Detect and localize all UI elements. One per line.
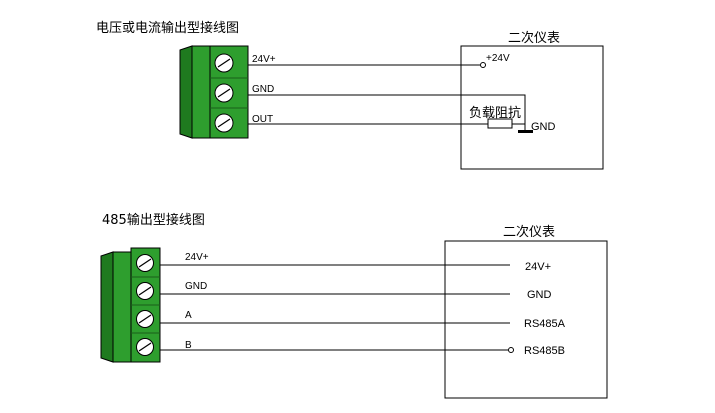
terminal-label-24v: 24V+ — [252, 54, 276, 65]
analog-section-title: 电压或电流输出型接线图 — [96, 20, 239, 36]
rs485-instrument-title: 二次仪表 — [503, 224, 555, 240]
instrument-supply-label: +24V — [486, 53, 510, 64]
terminal-label-24v: 24V+ — [185, 252, 209, 263]
rs485-wiring-section: 485输出型接线图 — [100, 212, 608, 399]
screw-icon — [136, 254, 154, 272]
screw-icon — [214, 53, 234, 73]
instrument-ground-label: GND — [531, 121, 556, 133]
screw-icon — [136, 310, 154, 328]
instrument-port-rs485a: RS485A — [524, 318, 566, 330]
connector-terminal-icon — [508, 347, 514, 353]
load-resistance-label: 负载阻抗 — [469, 106, 521, 121]
rs485-section-title: 485输出型接线图 — [102, 212, 205, 228]
terminal-block-body — [112, 251, 132, 363]
terminal-label-a: A — [185, 310, 192, 321]
instrument-port-gnd: GND — [527, 289, 552, 301]
resistor-icon — [487, 118, 513, 129]
screw-icon — [214, 113, 234, 133]
analog-instrument-title: 二次仪表 — [508, 30, 560, 46]
terminal-label-gnd: GND — [185, 281, 207, 292]
analog-instrument-box — [460, 45, 604, 170]
analog-wiring-section: 电压或电流输出型接线图 24V+ GND OUT — [96, 20, 604, 170]
screw-icon — [136, 282, 154, 300]
ground-symbol-icon — [518, 130, 533, 133]
instrument-port-rs485b: RS485B — [524, 345, 565, 357]
analog-terminal-block — [179, 45, 249, 139]
terminal-block-side — [100, 251, 114, 363]
screw-icon — [136, 338, 154, 356]
rs485-instrument-box — [444, 240, 608, 399]
terminal-label-b: B — [185, 340, 192, 351]
terminal-label-gnd: GND — [252, 84, 274, 95]
rs485-terminal-block — [100, 247, 161, 363]
wire-gnd — [248, 94, 526, 130]
screw-icon — [214, 83, 234, 103]
terminal-block-side — [179, 45, 193, 139]
terminal-label-out: OUT — [252, 114, 273, 125]
terminal-block-body — [191, 45, 211, 139]
connector-terminal-icon — [480, 62, 486, 68]
instrument-port-24v: 24V+ — [525, 261, 551, 273]
